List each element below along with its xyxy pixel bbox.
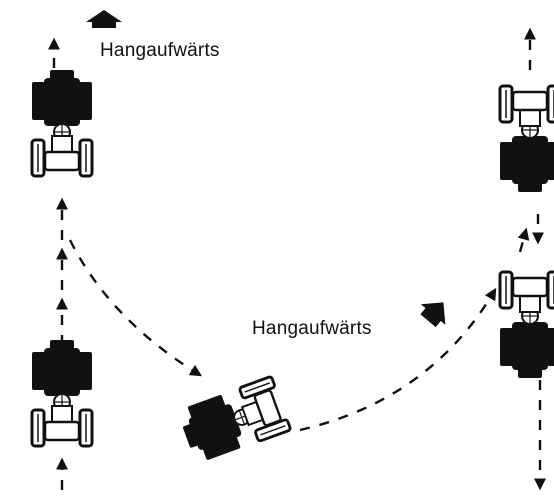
tractor-icon xyxy=(175,374,293,466)
tractor-icon xyxy=(498,84,554,194)
uphill-direction-marker-icon xyxy=(420,302,446,328)
tractor-icon xyxy=(498,270,554,380)
uphill-label-middle: Hangaufwärts xyxy=(252,318,372,339)
tractor-icon xyxy=(30,68,94,178)
direction-arrow-icon xyxy=(48,27,546,491)
tractor-icon xyxy=(30,338,94,448)
uphill-direction-marker-icon xyxy=(86,10,122,28)
uphill-label-top: Hangaufwärts xyxy=(100,40,220,61)
